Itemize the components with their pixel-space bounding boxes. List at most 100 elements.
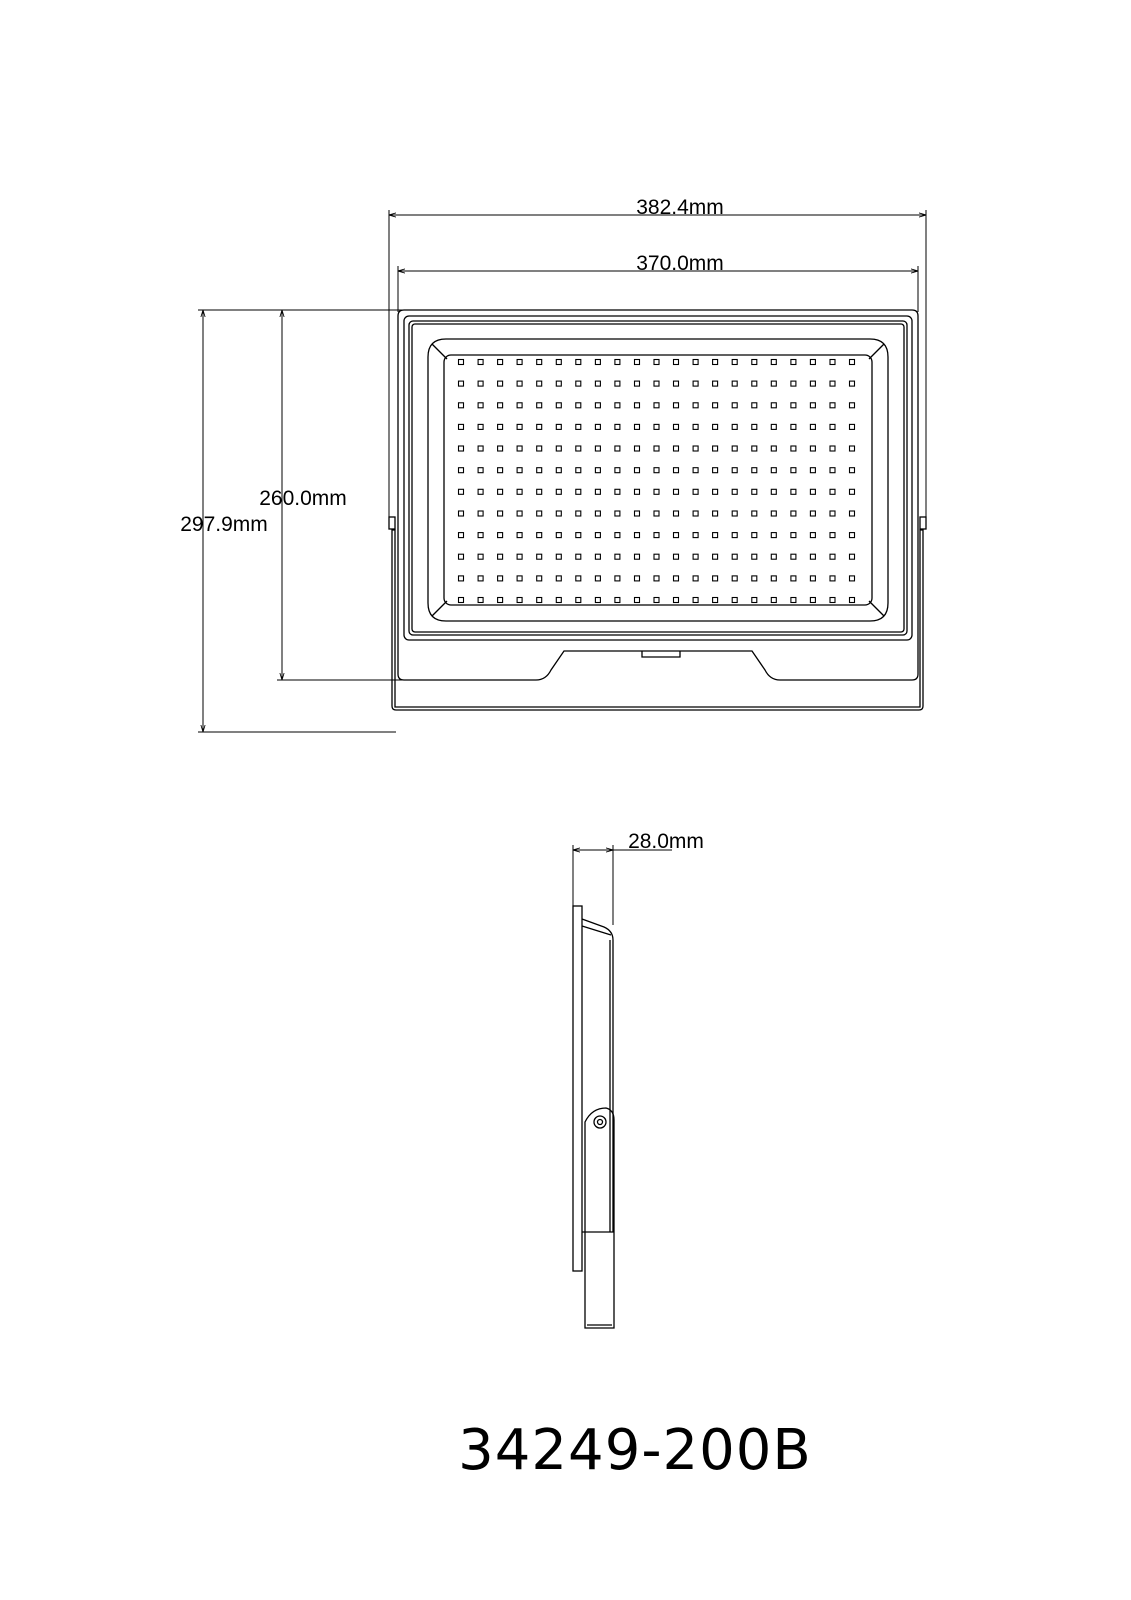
led-chip: [692, 553, 699, 560]
led-chip: [516, 445, 523, 452]
led-chip: [809, 575, 816, 582]
led-chip: [731, 488, 738, 495]
led-chip: [516, 467, 523, 474]
led-chip: [633, 596, 641, 604]
side-view: [572, 905, 615, 1329]
led-chip: [575, 510, 582, 517]
led-chip: [555, 532, 562, 539]
led-chip: [614, 488, 621, 495]
led-chip: [594, 575, 601, 582]
led-chip: [809, 423, 816, 430]
led-chip: [829, 402, 836, 409]
dim-label-overall-width: 382.4mm: [636, 196, 724, 219]
led-chip: [653, 380, 660, 387]
led-chip: [848, 553, 856, 560]
led-chip: [536, 402, 543, 409]
led-chip: [594, 532, 601, 539]
led-chip: [457, 402, 465, 409]
housing-inner-3: [411, 323, 905, 633]
led-chip: [633, 532, 641, 539]
led-chip: [614, 596, 621, 604]
led-chip: [731, 596, 738, 604]
led-chip: [672, 596, 680, 604]
led-chip: [770, 553, 777, 560]
led-chip: [751, 553, 758, 560]
led-chip: [712, 553, 719, 560]
led-chip: [790, 488, 797, 495]
led-chip: [614, 467, 621, 474]
led-chip: [751, 423, 758, 430]
led-chip: [536, 532, 543, 539]
led-chip: [848, 467, 856, 474]
led-chip: [829, 423, 836, 430]
led-chip: [751, 575, 758, 582]
led-chip: [848, 358, 856, 366]
led-chip: [848, 402, 856, 409]
led-chip: [790, 467, 797, 474]
mounting-bracket: [391, 529, 924, 711]
led-chip: [790, 358, 797, 366]
led-chip: [692, 575, 699, 582]
housing-inner-2: [408, 320, 908, 636]
led-chip: [614, 358, 621, 366]
led-chip: [497, 358, 504, 366]
led-chip: [536, 380, 543, 387]
side-bracket-arm: [584, 1107, 615, 1329]
led-chip: [848, 445, 856, 452]
led-chip: [575, 553, 582, 560]
side-dimension: [572, 845, 672, 925]
led-chip: [770, 402, 777, 409]
side-body: [581, 918, 614, 1233]
led-chip: [731, 467, 738, 474]
led-chip: [672, 380, 680, 387]
led-chip: [712, 402, 719, 409]
led-chip: [653, 488, 660, 495]
led-chip: [672, 510, 680, 517]
led-chip: [790, 423, 797, 430]
led-chip: [594, 423, 601, 430]
led-chip: [790, 510, 797, 517]
bottom-clip: [641, 651, 681, 658]
led-chip: [692, 423, 699, 430]
led-chip: [712, 596, 719, 604]
led-chip: [594, 488, 601, 495]
led-chip: [536, 358, 543, 366]
pivot-bolt-inner: [596, 1118, 604, 1126]
led-chip: [809, 380, 816, 387]
led-chip: [555, 510, 562, 517]
led-chip: [672, 358, 680, 366]
led-chip: [751, 402, 758, 409]
led-chip: [516, 488, 523, 495]
led-chip: [594, 467, 601, 474]
dimension-lines: [198, 210, 927, 733]
led-chip: [457, 488, 465, 495]
led-chip: [848, 575, 856, 582]
led-chip: [829, 488, 836, 495]
led-chip: [477, 402, 484, 409]
led-chip: [457, 358, 465, 366]
led-chip: [575, 575, 582, 582]
led-chip: [477, 532, 484, 539]
lens-frame: [427, 338, 889, 622]
dim-label-overall-height: 297.9mm: [180, 513, 268, 536]
led-chip: [633, 553, 641, 560]
led-chip: [536, 575, 543, 582]
led-chip: [653, 532, 660, 539]
model-number: 34249-200B: [458, 1418, 812, 1483]
led-chip: [672, 575, 680, 582]
led-chip: [614, 510, 621, 517]
led-chip: [672, 553, 680, 560]
led-chip: [555, 445, 562, 452]
led-chip: [829, 445, 836, 452]
led-chip: [712, 488, 719, 495]
led-chip: [712, 358, 719, 366]
led-chip: [536, 488, 543, 495]
led-chip: [692, 402, 699, 409]
led-chip: [809, 553, 816, 560]
led-chip: [594, 358, 601, 366]
led-chip: [770, 488, 777, 495]
led-chip: [497, 575, 504, 582]
led-chip: [516, 358, 523, 366]
bracket-pin-right: [919, 516, 927, 530]
